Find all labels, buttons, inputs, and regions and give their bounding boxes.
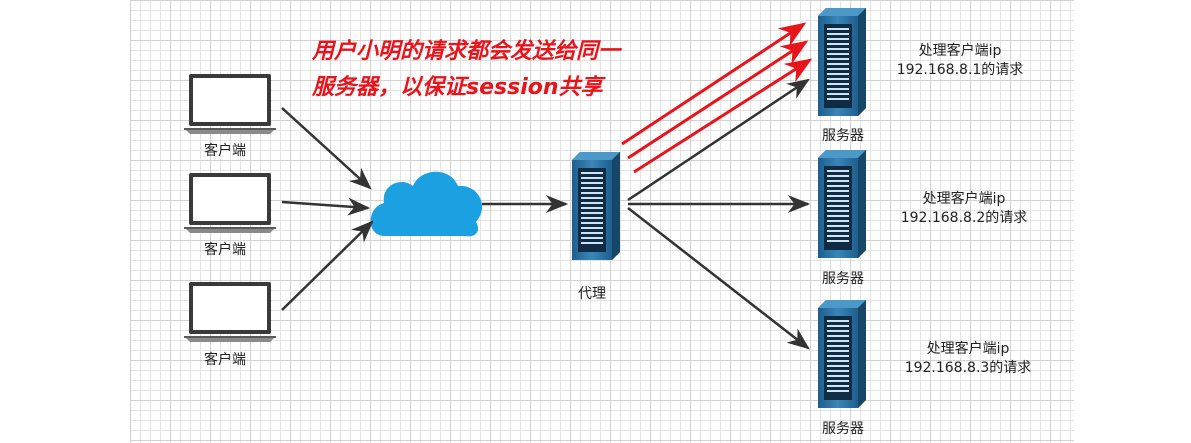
server-note-line-1: 处理客户端ip: [926, 341, 1010, 357]
client-laptop-icon: [184, 74, 276, 134]
server-label: 服务器: [822, 271, 864, 287]
server-note: 处理客户端ip 192.168.8.1的请求: [897, 42, 1024, 80]
server-icon: [818, 300, 866, 408]
client-label: 客户端: [204, 143, 246, 159]
server-label: 服务器: [822, 421, 864, 437]
server-icon: [818, 150, 866, 258]
server-note: 处理客户端ip 192.168.8.2的请求: [901, 190, 1028, 228]
cloud-icon: [370, 171, 483, 237]
server-icon: [818, 8, 866, 116]
server-note-line-2: 192.168.8.1的请求: [896, 62, 1024, 78]
sticky-session-arrow: [621, 22, 807, 146]
client-to-cloud-arrow: [281, 107, 372, 190]
server-note-line-1: 处理客户端ip: [918, 43, 1002, 59]
server-note-line-2: 192.168.8.3的请求: [904, 360, 1032, 376]
server-note-line-2: 192.168.8.2的请求: [900, 210, 1028, 226]
client-label: 客户端: [204, 242, 246, 258]
server-note-line-1: 处理客户端ip: [922, 191, 1006, 207]
server-note: 处理客户端ip 192.168.8.3的请求: [905, 340, 1032, 378]
proxy-label: 代理: [578, 286, 606, 302]
client-to-cloud-arrow: [281, 220, 374, 311]
client-laptop-icon: [184, 282, 276, 342]
callout-text: 用户小明的请求都会发送给同一 服务器，以保证session共享: [312, 34, 620, 106]
sticky-session-arrow: [633, 58, 813, 174]
proxy-server-icon: [572, 152, 620, 260]
proxy-to-server-arrow: [627, 78, 810, 202]
proxy-to-server-arrow: [627, 207, 810, 350]
client-to-cloud-arrow: [281, 197, 371, 216]
callout-line-2: 服务器，以保证session共享: [312, 75, 603, 100]
sticky-session-arrow: [627, 40, 809, 160]
client-label: 客户端: [204, 352, 246, 368]
client-laptop-icon: [184, 173, 276, 233]
callout-line-1: 用户小明的请求都会发送给同一: [312, 39, 621, 64]
server-label: 服务器: [822, 128, 864, 144]
